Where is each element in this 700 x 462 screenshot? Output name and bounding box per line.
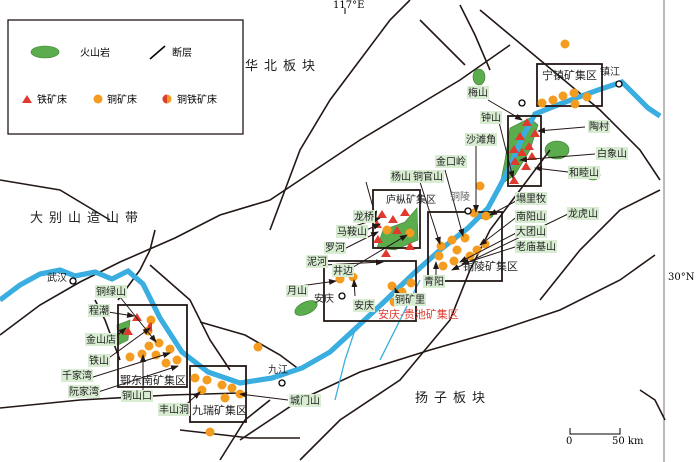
- label-highlight: [306, 255, 328, 268]
- jiurui-district-label: 九瑞矿集区: [192, 403, 247, 417]
- deposit-label-hemushan: 和睦山: [569, 166, 599, 179]
- label-highlight: [423, 275, 445, 288]
- label-highlight: [588, 120, 610, 133]
- deposit-label-ruanjiawan: 阮家湾: [69, 385, 99, 398]
- label-highlight: [394, 293, 426, 306]
- scale-bar: 0 50 km: [566, 428, 644, 447]
- label-highlight: [353, 299, 375, 312]
- label-highlight: [61, 369, 93, 382]
- label-highlight: [88, 304, 110, 317]
- label-highlight: [465, 133, 497, 146]
- deposit-label-datuanshan: 大团山: [516, 225, 546, 238]
- label-highlight: [467, 86, 489, 99]
- yangtze-plate-label: 扬子板块: [415, 391, 491, 406]
- label-highlight: [289, 394, 321, 407]
- label-highlight: [412, 170, 444, 183]
- deposit-label-tongguanshan: 铜官山: [413, 170, 443, 183]
- scale-zero: 0: [566, 436, 572, 447]
- deposit-label-longqiao: 龙桥: [354, 210, 374, 223]
- deposit-label-anqing: 安庆: [354, 299, 374, 312]
- anqing-district-label: 安庆-贵池矿集区: [378, 307, 459, 321]
- deposit-label-longhushan: 龙虎山: [568, 207, 598, 220]
- legend-iron: 铁矿床: [37, 93, 67, 106]
- ningwu-box: [507, 115, 542, 187]
- copper-swatch: [93, 94, 103, 104]
- label-highlight: [515, 240, 557, 253]
- deposit-label-fengshandong: 丰山洞: [159, 403, 189, 416]
- deposit-label-zhongshan: 钟山: [481, 111, 501, 124]
- legend-volcanic: 火山岩: [80, 46, 110, 59]
- label-highlight: [85, 333, 117, 346]
- deposit-label-nihe: 泥河: [307, 255, 327, 268]
- label-highlight: [121, 390, 153, 402]
- deposit-label-laomiaojishan: 老庙基山: [516, 240, 556, 253]
- edongnan-box: [117, 304, 188, 388]
- legend: 火山岩 断层 铁矿床 铜矿床 铜铁矿床: [7, 19, 244, 135]
- label-highlight: [88, 354, 110, 367]
- deposit-label-tonglvshan: 铜绿山: [96, 285, 126, 298]
- fault-swatch: [149, 45, 166, 60]
- edongnan-district-label: 鄂东南矿集区: [120, 373, 186, 387]
- label-highlight: [353, 210, 375, 223]
- iron-swatch: [22, 95, 32, 103]
- deposit-label-nanyangshan: 南阳山: [516, 210, 546, 223]
- label-highlight: [567, 207, 599, 220]
- deposit-label-jinkouling: 金口岭: [436, 155, 466, 168]
- city-label: 镇江: [600, 65, 620, 78]
- deposit-label-qianjiawan: 千家湾: [62, 369, 92, 382]
- deposit-label-talimu: 塌里牧: [516, 192, 546, 205]
- label-highlight: [515, 210, 547, 223]
- scale-max: 50 km: [612, 436, 644, 447]
- label-highlight: [95, 285, 127, 298]
- lat-label: 30°N: [668, 272, 695, 283]
- cities: [69, 80, 623, 387]
- deposit-label-jinshandian: 金山店: [86, 333, 116, 346]
- luzong-district-label: 庐枞矿集区: [386, 193, 436, 206]
- deposit-label-qingyang: 青阳: [424, 275, 444, 288]
- label-highlight: [568, 166, 600, 179]
- label-highlight: [332, 264, 354, 277]
- dabie-orogen-label: 大别山造山带: [30, 211, 144, 226]
- deposit-label-baixiangshan: 白象山: [597, 147, 627, 160]
- label-highlight: [480, 111, 502, 124]
- tongling-district-label: 铜陵矿集区: [463, 259, 518, 273]
- label-highlight: [324, 242, 346, 254]
- deposit-label-maanshan: 马鞍山: [337, 225, 367, 238]
- deposit-label-chengchao: 程潮: [89, 304, 109, 317]
- deposit-label-yueshan: 月山: [287, 285, 307, 297]
- city-label: 武汉: [47, 271, 67, 284]
- deposit-label-chengmenshan: 城门山: [290, 394, 320, 407]
- city-label: 九江: [268, 364, 288, 376]
- legend-copper-iron: 铜铁矿床: [177, 93, 217, 106]
- label-highlight: [515, 225, 547, 238]
- label-highlight: [336, 225, 368, 238]
- label-highlight: [68, 385, 100, 398]
- deposit-label-tieshan: 铁山: [89, 354, 109, 367]
- north-china-plate-label: 华北板块: [245, 59, 321, 74]
- city-label: 铜陵: [450, 191, 470, 203]
- deposit-label-yangshan: 杨山: [391, 170, 411, 183]
- label-highlight: [390, 170, 412, 183]
- label-highlight: [286, 285, 308, 297]
- label-highlight: [435, 155, 467, 168]
- legend-fault: 断层: [172, 46, 192, 59]
- label-highlight: [596, 147, 628, 160]
- deposit-label-shatanjiao: 沙滩角: [466, 133, 496, 146]
- deposit-label-tongshankou: 铜山口: [122, 390, 152, 402]
- legend-copper: 铜矿床: [107, 93, 137, 106]
- city-label: 安庆: [314, 292, 334, 305]
- deposit-label-jingbian: 井边: [333, 264, 353, 277]
- label-highlight: [515, 192, 547, 205]
- deposit-label-luohe: 罗河: [325, 242, 345, 254]
- ningzhen-box: [536, 63, 603, 107]
- label-highlight: [158, 403, 190, 416]
- volcanic-swatch: [30, 45, 60, 59]
- deposit-label-meishan: 梅山: [468, 86, 488, 99]
- deposit-label-taocun: 陶村: [589, 120, 609, 133]
- deposit-label-tongkuangli: 铜矿里: [395, 293, 425, 306]
- lon-label: 117°E: [333, 0, 364, 11]
- ningzhen-district-label: 宁镇矿集区: [542, 68, 597, 82]
- anqing-box: [323, 260, 417, 322]
